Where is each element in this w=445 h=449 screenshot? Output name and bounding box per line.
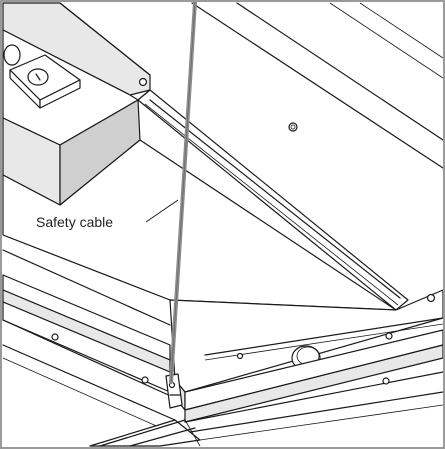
rail-rivet [382, 377, 390, 385]
rail-rivet [51, 333, 59, 341]
fixture-frame-edge [137, 89, 409, 311]
callout-leader-line [145, 199, 179, 223]
safety-cable-edge [170, 1, 196, 383]
panel-screw [288, 122, 298, 132]
end-plate-hole-small [236, 352, 244, 360]
t-bar-cross [89, 419, 201, 447]
end-plate-hole-small [385, 332, 393, 340]
ceiling-panel [191, 2, 444, 169]
callout-label-safety-cable: Safety cable [36, 214, 113, 230]
callout: Safety cable [36, 199, 179, 230]
end-plate-screw [426, 293, 436, 303]
t-bar-rail-right [184, 329, 444, 441]
screw [138, 77, 148, 87]
rail-rivet [141, 376, 149, 384]
t-bar-rail-left [2, 274, 176, 433]
fixture-housing [2, 2, 151, 206]
